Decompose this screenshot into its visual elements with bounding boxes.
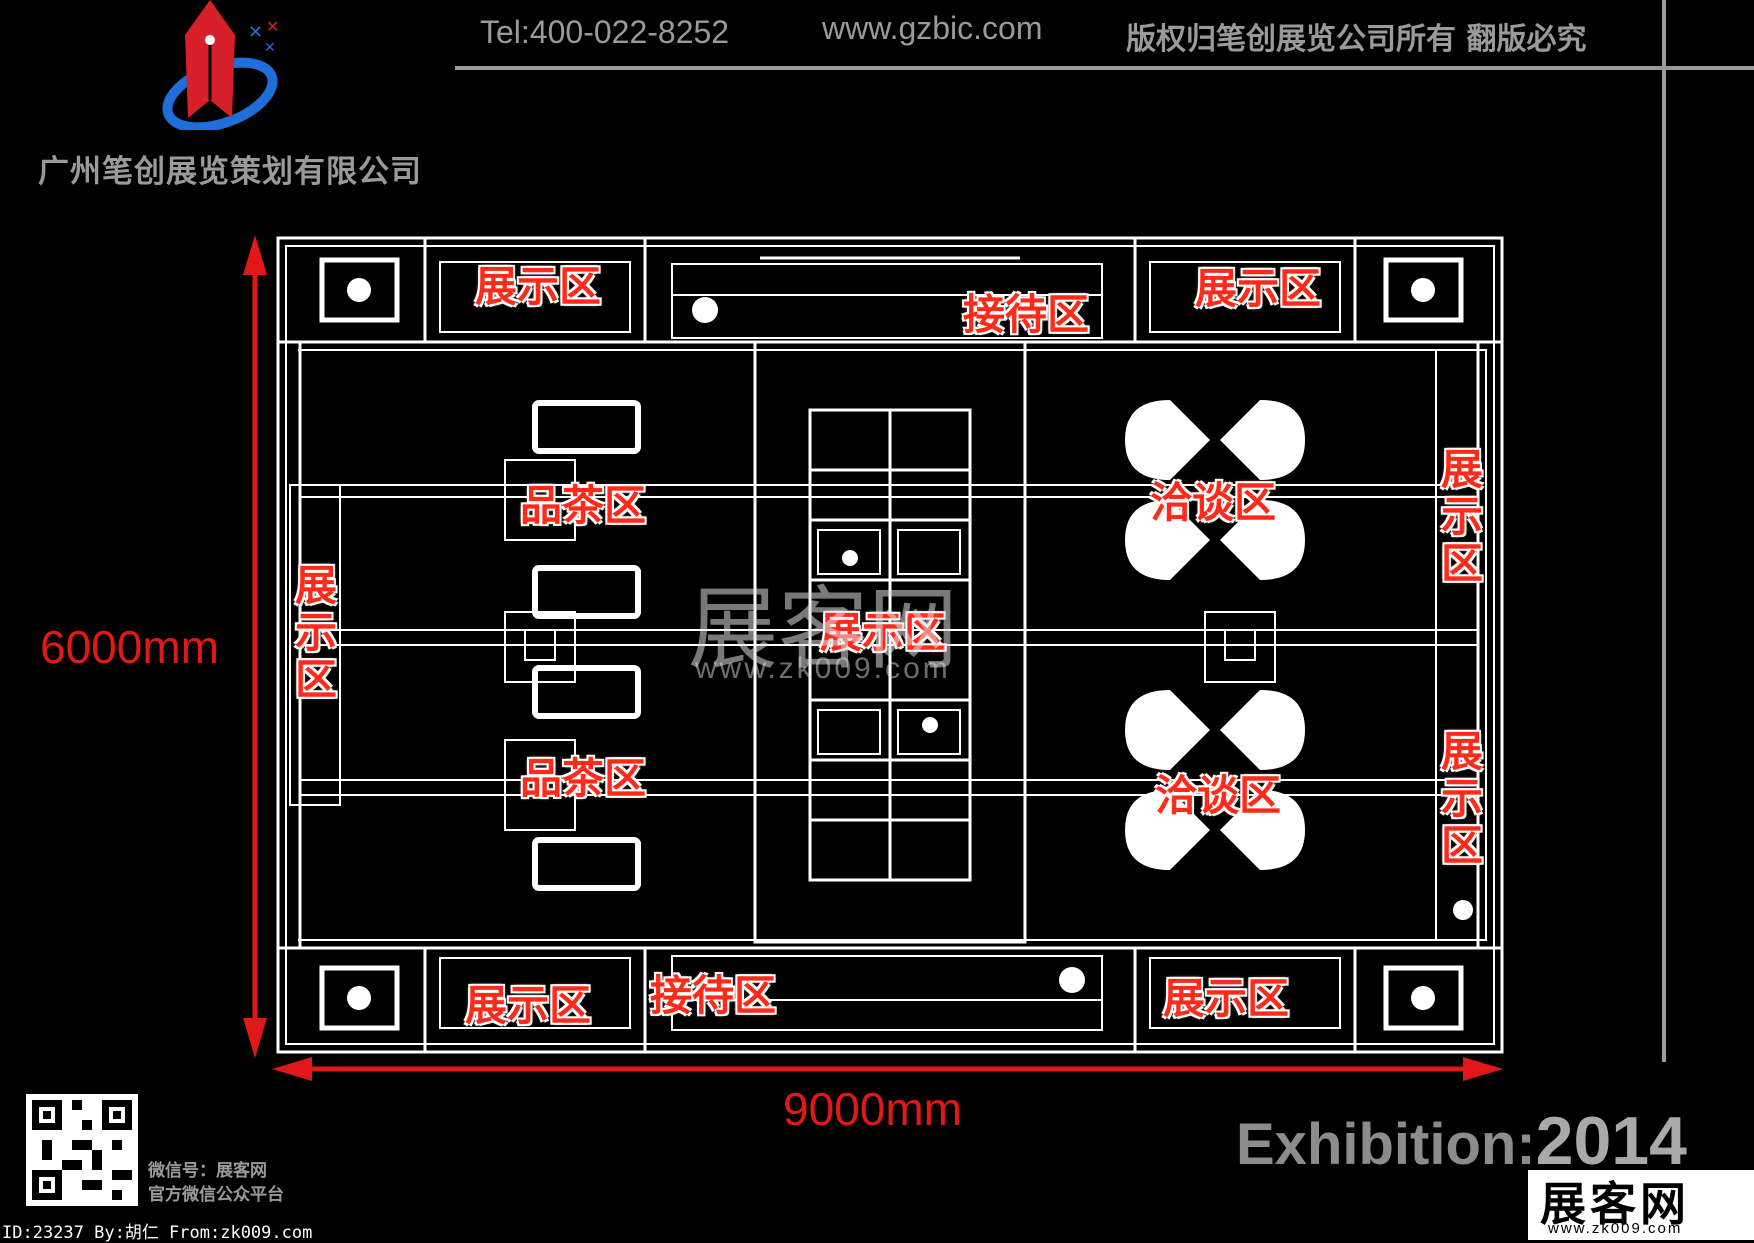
header-rule [455, 66, 1754, 70]
credit-line: ID:23237 By:胡仁 From:zk009.com [2, 1223, 313, 1243]
brand-url: www.zk009.com [1548, 1220, 1683, 1237]
zone-label-tea-upper: 品茶区 [520, 481, 647, 530]
zone-label-display-right-upper: 展示区 [1440, 445, 1483, 589]
right-rule [1662, 0, 1666, 1062]
logo-stars: ✕ [248, 22, 263, 43]
zone-label-display-top-right: 展示区 [1195, 264, 1322, 313]
zone-label-negotiate-upper: 洽谈区 [1150, 478, 1277, 527]
exhibition-year: 2014 [1535, 1103, 1687, 1179]
tea-table [532, 400, 641, 454]
zone-label-display-right-lower: 展示区 [1440, 727, 1483, 871]
company-name: 广州笔创展览策划有限公司 [38, 154, 422, 190]
zone-label-display-top-left: 展示区 [475, 262, 602, 311]
zone-label-display-left: 展示区 [294, 561, 337, 705]
negotiation-set-lower [1125, 690, 1305, 870]
zone-label-negotiate-lower: 洽谈区 [1155, 771, 1282, 820]
header-copyright: 版权归笔创展览公司所有 翻版必究 [1126, 22, 1587, 57]
qr-code[interactable] [26, 1094, 138, 1206]
company-logo: ✕ ✕ ✕ [162, 0, 279, 130]
zone-label-reception-top: 接待区 [963, 290, 1090, 339]
wechat-line1: 微信号：展客网 [148, 1161, 267, 1181]
brand-box [1528, 1170, 1754, 1240]
exhibition-word: Exhibition [1236, 1112, 1517, 1177]
height-dimension-label: 6000mm [40, 621, 219, 673]
width-dimension-arrow [272, 1057, 1503, 1081]
svg-text:✕: ✕ [264, 40, 276, 56]
booth-outline [276, 236, 1504, 1054]
width-dimension-label: 9000mm [783, 1083, 962, 1135]
zone-label-display-center: 展示区 [820, 608, 947, 657]
zone-label-tea-lower: 品茶区 [520, 754, 647, 803]
watermark-title: 展客网 [688, 577, 958, 682]
qr-pattern [32, 1100, 132, 1200]
watermark-url: www.zk009.com [695, 652, 951, 685]
svg-text:✕: ✕ [266, 17, 279, 36]
zone-label-reception-bottom: 接待区 [650, 971, 777, 1020]
header-tel: Tel:400-022-8252 [480, 14, 730, 50]
wechat-line2: 官方微信公众平台 [148, 1185, 284, 1205]
negotiation-set-upper [1125, 400, 1305, 580]
corner-pillar [319, 257, 400, 323]
exhibition-banner: Exhibition:2014 [1236, 1103, 1687, 1179]
zone-label-display-bottom-left: 展示区 [465, 981, 592, 1030]
zone-label-display-bottom-right: 展示区 [1163, 974, 1290, 1023]
header-website[interactable]: www.gzbic.com [822, 10, 1043, 46]
height-dimension-arrow [243, 235, 267, 1058]
brand-name: 展客网 [1540, 1177, 1690, 1231]
